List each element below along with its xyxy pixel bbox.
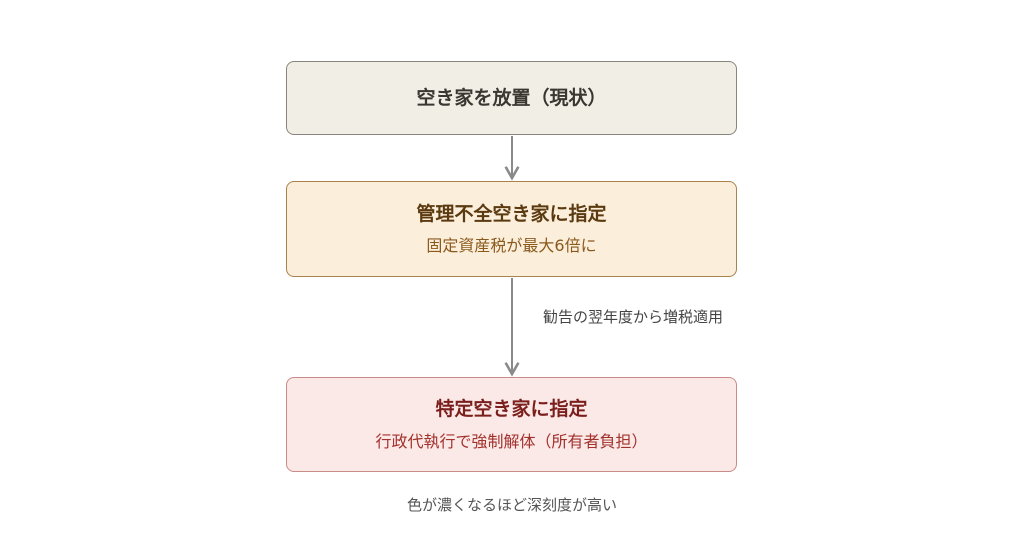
edge-label-tax-increase: 勧告の翌年度から増税適用 [543,308,724,326]
node-specified-vacant-house: 特定空き家に指定 行政代執行で強制解体（所有者負担） [286,377,737,472]
node-poorly-managed-house: 管理不全空き家に指定 固定資産税が最大6倍に [286,181,737,277]
severity-caption: 色が濃くなるほど深刻度が高い [406,496,617,514]
node-neglected-house-title: 空き家を放置（現状） [416,86,607,109]
node-poorly-managed-house-title: 管理不全空き家に指定 [416,202,607,225]
node-neglected-house: 空き家を放置（現状） [286,61,737,135]
node-poorly-managed-house-subtitle: 固定資産税が最大6倍に [426,236,597,256]
node-specified-vacant-house-subtitle: 行政代執行で強制解体（所有者負担） [375,431,648,451]
node-specified-vacant-house-title: 特定空き家に指定 [435,398,588,420]
